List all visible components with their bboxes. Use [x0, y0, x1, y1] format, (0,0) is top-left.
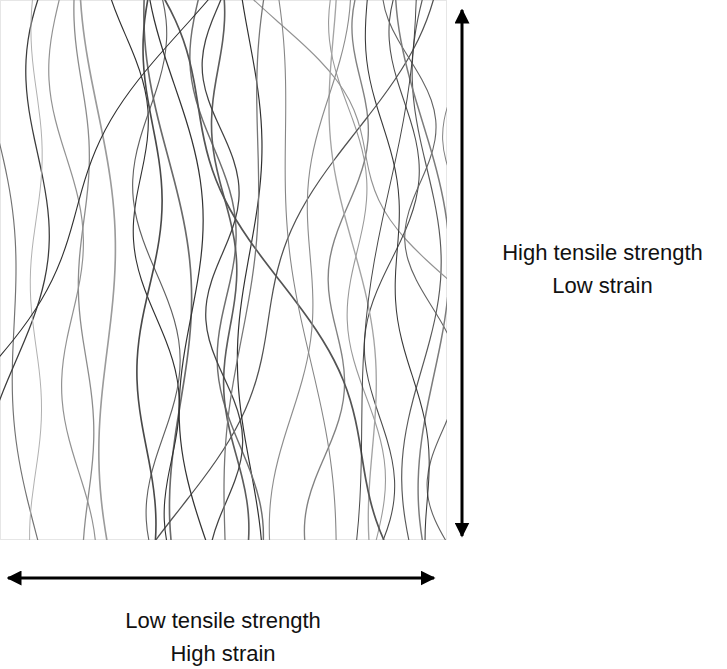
- fibre-stroke: [49, 0, 97, 540]
- horizontal-double-arrow: [8, 577, 434, 580]
- fibre-panel: [1, 1, 447, 540]
- fibre-stroke: [144, 0, 192, 540]
- label-group: Low tensile strengthHigh strain: [60, 604, 386, 669]
- fibre-stroke: [202, 0, 243, 540]
- fibre-stroke: [0, 0, 43, 540]
- fibre-stroke: [402, 0, 442, 540]
- fibre-stroke: [80, 0, 116, 540]
- label-group: High tensile strengthLow strain: [481, 236, 724, 302]
- fibre-group: [0, 0, 447, 540]
- fibre-stroke: [190, 0, 264, 540]
- axis-label: High strain: [60, 637, 386, 669]
- fibre-stroke: [137, 0, 162, 540]
- fibre-stroke: [304, 0, 368, 540]
- fibre-stroke: [153, 0, 393, 540]
- fibre-stroke: [141, 0, 438, 540]
- fibre-stroke: [269, 0, 351, 540]
- fibre-stroke: [234, 0, 447, 540]
- fibre-stroke: [30, 0, 43, 540]
- fibre-stroke: [354, 0, 416, 540]
- fibre-stroke: [0, 0, 225, 540]
- axis-label: Low strain: [481, 269, 724, 302]
- fibre-stroke: [395, 0, 447, 540]
- fibre-stroke: [224, 0, 267, 540]
- fibre-stroke: [0, 0, 49, 540]
- axis-label: Low tensile strength: [60, 604, 386, 637]
- fibre-stroke: [147, 0, 213, 540]
- fibre-stroke: [276, 0, 336, 540]
- fibre-stroke: [329, 0, 376, 540]
- fibre-stroke: [74, 0, 94, 540]
- fibre-stroke: [211, 0, 248, 540]
- fibre-stroke: [365, 0, 429, 540]
- fibre-stroke: [382, 0, 447, 540]
- fibre-stroke: [443, 0, 447, 540]
- fibre-stroke: [105, 0, 179, 540]
- axis-label: High tensile strength: [481, 236, 724, 269]
- vertical-double-arrow: [461, 10, 464, 536]
